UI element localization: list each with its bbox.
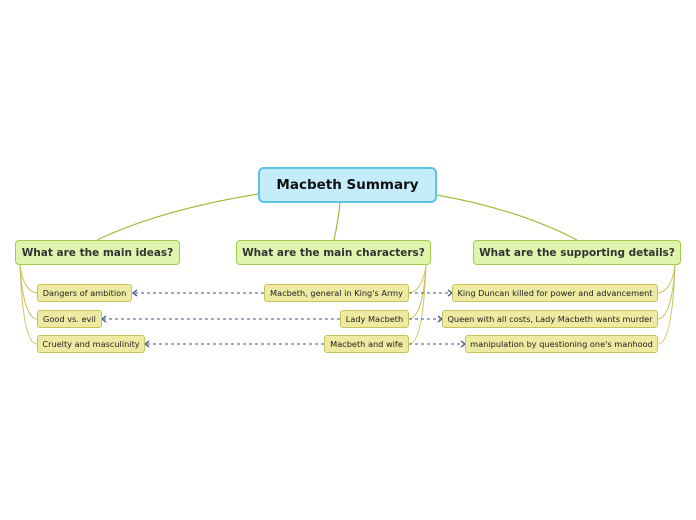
subtopic-macbeth-general[interactable]: Macbeth, general in King's Army (264, 284, 409, 302)
arrowhead-good-evil (100, 315, 107, 323)
connector-details-3 (657, 264, 676, 345)
connector-characters-3 (408, 264, 427, 345)
arrowhead-cruelty (143, 340, 150, 348)
branch-supporting-details[interactable]: What are the supporting details? (473, 240, 681, 265)
arrowhead-ambition (131, 289, 138, 297)
subtopic-manipulation-manhood[interactable]: manipulation by questioning one's manhoo… (465, 335, 658, 353)
connector-central-ideas (96, 193, 259, 241)
branch-main-ideas[interactable]: What are the main ideas? (15, 240, 180, 265)
subtopic-king-duncan-killed[interactable]: King Duncan killed for power and advance… (452, 284, 658, 302)
subtopic-cruelty-and-masculinity[interactable]: Cruelty and masculinity (37, 335, 145, 353)
subtopic-macbeth-and-wife[interactable]: Macbeth and wife (324, 335, 409, 353)
subtopic-queen-with-all-costs[interactable]: Queen with all costs, Lady Macbeth wants… (442, 310, 658, 328)
subtopic-dangers-of-ambition[interactable]: Dangers of ambition (37, 284, 132, 302)
connector-ideas-3 (19, 264, 38, 345)
connector-central-details (436, 194, 578, 241)
connector-central-characters (333, 202, 341, 241)
subtopic-good-vs-evil[interactable]: Good vs. evil (37, 310, 102, 328)
central-topic[interactable]: Macbeth Summary (258, 167, 437, 203)
branch-main-characters[interactable]: What are the main characters? (236, 240, 431, 265)
subtopic-lady-macbeth[interactable]: Lady Macbeth (340, 310, 409, 328)
